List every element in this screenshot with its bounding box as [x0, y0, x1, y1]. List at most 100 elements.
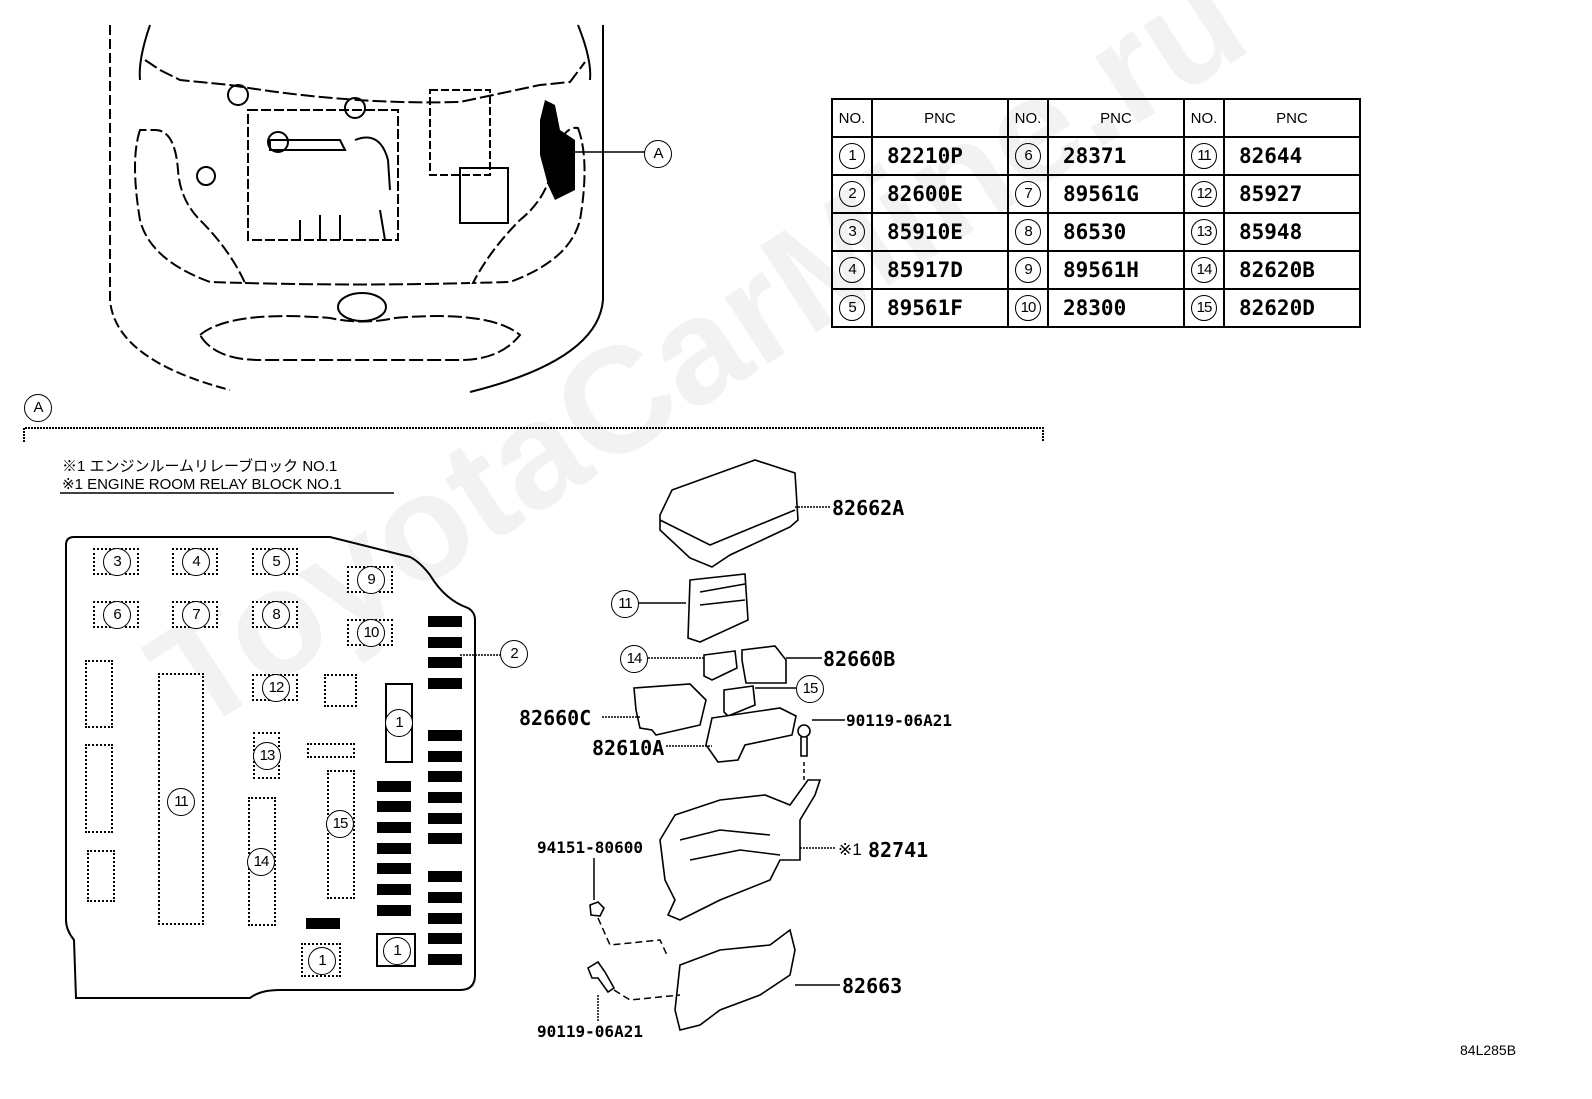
label-82660C[interactable]: 82660C: [519, 706, 592, 730]
fuse[interactable]: [428, 813, 462, 824]
table-row: 1 82210P 6 28371 11 82644: [831, 136, 1361, 176]
pnc-cell[interactable]: 28300: [1047, 288, 1185, 328]
label-82662A[interactable]: 82662A: [832, 496, 905, 520]
relay-slot-number: 1: [385, 709, 413, 737]
fuse[interactable]: [428, 616, 462, 627]
relay-slot-10[interactable]: 10: [347, 619, 393, 647]
relay-slot-3[interactable]: 3: [93, 548, 139, 576]
relay-slot-12[interactable]: 12: [252, 674, 298, 702]
relay-slot-5[interactable]: 5: [252, 548, 298, 576]
relay-slot-number: 1: [308, 947, 336, 975]
pnc-cell[interactable]: 82600E: [871, 174, 1009, 214]
label-82663[interactable]: 82663: [842, 974, 903, 998]
pnc-cell[interactable]: 82644: [1223, 136, 1361, 176]
fuse[interactable]: [428, 933, 462, 944]
headlamp-right: [471, 126, 586, 285]
pnc-cell[interactable]: 82620D: [1223, 288, 1361, 328]
pnc-cell[interactable]: 89561F: [871, 288, 1009, 328]
relay-slot-number: 9: [357, 566, 385, 594]
cap-1: [227, 84, 249, 106]
pnc-cell[interactable]: 82620B: [1223, 250, 1361, 290]
pnc-cell[interactable]: 28371: [1047, 136, 1185, 176]
fuse[interactable]: [428, 637, 462, 648]
fuse[interactable]: [428, 892, 462, 903]
fuse[interactable]: [428, 678, 462, 689]
relay-slot-blank[interactable]: [324, 674, 357, 707]
cap-3: [267, 131, 289, 153]
cap-2: [344, 97, 366, 119]
part-number-badge: 6: [1015, 143, 1041, 169]
relay-slot-number: 3: [103, 548, 131, 576]
pnc-cell[interactable]: 85910E: [871, 212, 1009, 252]
bumper-line: [244, 282, 471, 286]
relay-slot-blank[interactable]: [87, 850, 115, 902]
fuse[interactable]: [377, 905, 411, 916]
part-no-cell: 2: [831, 174, 873, 214]
fuse[interactable]: [306, 918, 340, 929]
part-no-cell: 4: [831, 250, 873, 290]
fuse[interactable]: [377, 884, 411, 895]
part-no-cell: 14: [1183, 250, 1225, 290]
header-pnc: PNC: [1223, 98, 1361, 138]
relay-slot-blank[interactable]: [85, 660, 113, 728]
relay-slot-number: 6: [103, 601, 131, 629]
fuse[interactable]: [377, 781, 411, 792]
body-outline-right: [469, 25, 604, 393]
label-82741[interactable]: 82741: [868, 838, 929, 862]
relay-slot-1[interactable]: 1: [376, 933, 416, 967]
relay-slot-14[interactable]: 14: [247, 797, 276, 926]
fuse[interactable]: [428, 913, 462, 924]
relay-slot-1[interactable]: 1: [385, 683, 413, 763]
fuse[interactable]: [428, 751, 462, 762]
part-no-cell: 9: [1007, 250, 1049, 290]
label-82660B[interactable]: 82660B: [823, 647, 896, 671]
pnc-cell[interactable]: 85948: [1223, 212, 1361, 252]
fuse[interactable]: [428, 657, 462, 668]
label-bolt-90119-top[interactable]: 90119-06A21: [846, 711, 952, 730]
relay-slot-number: 10: [357, 619, 385, 647]
diagram-id: 84L285B: [1460, 1042, 1517, 1058]
fuse[interactable]: [428, 792, 462, 803]
fuse[interactable]: [428, 730, 462, 741]
label-clip-94151[interactable]: 94151-80600: [537, 838, 643, 857]
label-bolt-90119-bottom[interactable]: 90119-06A21: [537, 1022, 643, 1041]
fuse[interactable]: [377, 843, 411, 854]
part-number-badge: 8: [1015, 219, 1041, 245]
pnc-cell[interactable]: 82210P: [871, 136, 1009, 176]
pnc-cell[interactable]: 89561G: [1047, 174, 1185, 214]
fuse[interactable]: [377, 863, 411, 874]
label-82610A[interactable]: 82610A: [592, 736, 665, 760]
grille: [198, 315, 522, 361]
relay-slot-blank[interactable]: [307, 743, 355, 758]
fuse[interactable]: [428, 954, 462, 965]
part-no-cell: 1: [831, 136, 873, 176]
relay-slot-13[interactable]: 13: [253, 732, 281, 779]
part-no-cell: 7: [1007, 174, 1049, 214]
relay-slot-blank[interactable]: [85, 744, 113, 833]
pnc-cell[interactable]: 85917D: [871, 250, 1009, 290]
relay-slot-9[interactable]: 9: [347, 566, 393, 594]
fuse[interactable]: [377, 822, 411, 833]
pnc-cell[interactable]: 89561H: [1047, 250, 1185, 290]
relay-slot-number: 14: [247, 848, 275, 876]
pnc-cell[interactable]: 85927: [1223, 174, 1361, 214]
fuse[interactable]: [428, 871, 462, 882]
relay-slot-11[interactable]: 11: [158, 673, 204, 925]
relay-slot-1[interactable]: 1: [301, 943, 341, 977]
fuse[interactable]: [428, 833, 462, 844]
emblem: [337, 292, 387, 322]
relay-slot-8[interactable]: 8: [252, 601, 298, 629]
part-number-badge: 11: [1191, 143, 1217, 169]
part-no-cell: 10: [1007, 288, 1049, 328]
pnc-cell[interactable]: 86530: [1047, 212, 1185, 252]
part-number-badge: 9: [1015, 257, 1041, 283]
relay-slot-7[interactable]: 7: [172, 601, 218, 629]
relay-slot-15[interactable]: 15: [326, 770, 355, 899]
relay-slot-4[interactable]: 4: [172, 548, 218, 576]
manifold: [299, 209, 386, 241]
header-pnc: PNC: [1047, 98, 1185, 138]
relay-slot-6[interactable]: 6: [93, 601, 139, 629]
part-number-badge: 15: [1191, 295, 1217, 321]
fuse[interactable]: [428, 771, 462, 782]
fuse[interactable]: [377, 801, 411, 812]
